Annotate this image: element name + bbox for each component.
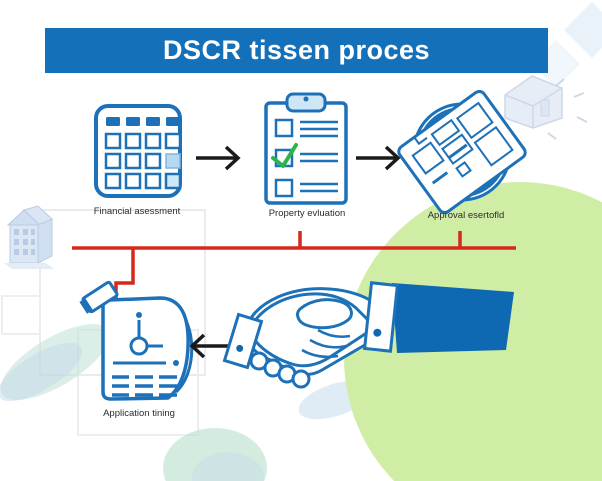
title-banner: DSCR tissen proces <box>45 28 548 73</box>
pencil-icon <box>79 280 119 314</box>
step-label-financial-assessment: Financial asessment <box>93 206 181 217</box>
sleeve <box>392 283 514 353</box>
step-label-property-evaluation: Property evluation <box>268 208 346 219</box>
cuff-left <box>222 312 264 370</box>
step-label-approval: Approval esertofld <box>427 210 505 221</box>
building-icon <box>4 205 54 269</box>
page-title: DSCR tissen proces <box>162 35 431 65</box>
handshake-illustration <box>222 281 514 389</box>
checklist-clipboard-icon <box>264 92 348 205</box>
blueprint-circle-icon <box>397 89 527 215</box>
cuff-right <box>362 281 400 353</box>
arrow-right-icon <box>196 145 241 171</box>
document-clock-icon <box>79 280 194 401</box>
arrow-left-icon <box>189 333 230 359</box>
check-icon <box>271 143 298 168</box>
step-label-application-timing: Application tining <box>103 408 175 419</box>
calculator-icon <box>94 104 182 198</box>
house-icon <box>504 75 588 140</box>
arrow-right-icon <box>356 145 401 171</box>
